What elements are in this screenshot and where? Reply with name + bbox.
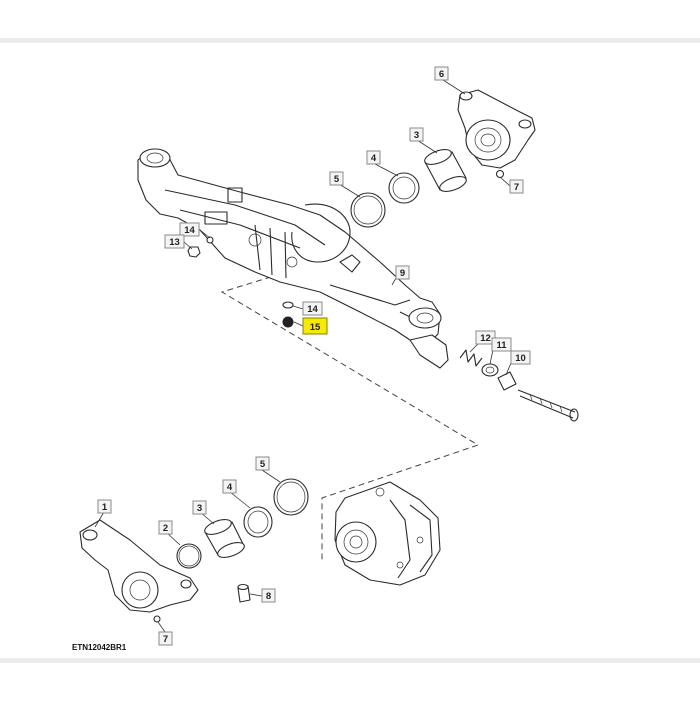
bearing-cup-top: [424, 149, 467, 192]
callout-label: 12: [480, 333, 491, 344]
callout-13[interactable]: 13: [164, 234, 185, 249]
seal-ring-bottom: [243, 506, 273, 538]
callout-4-top[interactable]: 4: [366, 150, 381, 165]
callout-15-highlighted[interactable]: 15: [302, 317, 328, 335]
callout-7-bottom[interactable]: 7: [158, 631, 173, 646]
callout-label: 3: [414, 130, 419, 141]
callout-14-top[interactable]: 14: [179, 222, 200, 237]
callout-label: 4: [371, 153, 377, 164]
callout-1[interactable]: 1: [97, 499, 112, 514]
callout-label: 5: [260, 459, 266, 470]
callout-label: 15: [310, 322, 321, 333]
shim-ring-top: [350, 192, 386, 228]
spring-12: [459, 349, 483, 367]
top-frame-bar: [0, 0, 700, 43]
drive-shaft-splined: [517, 389, 579, 422]
callout-label: 14: [307, 304, 318, 315]
callout-9[interactable]: 9: [395, 265, 410, 280]
callout-7-top[interactable]: 7: [509, 179, 524, 194]
assembly-path-dashed: [220, 267, 480, 560]
callout-label: 5: [334, 174, 340, 185]
bolt-7-bottom: [153, 615, 161, 623]
washer-14-mid: [282, 301, 294, 309]
callout-label: 10: [515, 353, 526, 364]
callout-3-top[interactable]: 3: [409, 127, 424, 142]
callout-10[interactable]: 10: [510, 350, 531, 365]
bearing-cup-bottom: [204, 519, 245, 558]
callout-label: 2: [163, 523, 168, 534]
callout-label: 13: [169, 237, 180, 248]
callout-label: 9: [400, 268, 405, 279]
shim-ring-bottom: [273, 478, 309, 516]
callout-label: 11: [496, 340, 507, 351]
plug-15: [282, 316, 294, 328]
callout-5-top[interactable]: 5: [329, 171, 344, 186]
callout-label: 8: [266, 591, 271, 602]
callout-label: 7: [163, 634, 168, 645]
callout-2[interactable]: 2: [158, 520, 173, 535]
ring-2-bottom: [176, 543, 202, 569]
bushing-8: [237, 583, 251, 603]
bottom-frame-bar: [0, 658, 700, 705]
callout-label: 4: [227, 482, 233, 493]
callout-label: 7: [514, 182, 519, 193]
callout-label: 3: [197, 503, 202, 514]
figure-id-label: ETN12042BR1: [72, 643, 127, 652]
callout-6-top[interactable]: 6: [434, 66, 449, 81]
bearing-11: [481, 363, 499, 377]
steering-knuckle-bottom: [79, 519, 199, 613]
bushing-10: [497, 371, 517, 391]
callout-label: 6: [439, 69, 444, 80]
callout-14-mid[interactable]: 14: [302, 301, 323, 316]
callout-5-bottom[interactable]: 5: [255, 456, 270, 471]
seal-ring-top: [388, 172, 420, 204]
axle-housing: [137, 148, 449, 369]
differential-housing: [334, 481, 441, 586]
callout-label: 14: [184, 225, 195, 236]
steering-knuckle-top: [457, 89, 536, 169]
callout-3-bottom[interactable]: 3: [192, 500, 207, 515]
callout-label: 1: [102, 502, 108, 513]
callout-12[interactable]: 12: [475, 330, 496, 345]
nut-13: [187, 246, 201, 258]
callout-8[interactable]: 8: [261, 588, 276, 603]
callout-4-bottom[interactable]: 4: [222, 479, 237, 494]
callout-11[interactable]: 11: [491, 337, 512, 352]
leader-lines: [94, 79, 514, 633]
bolt-7-top: [495, 169, 505, 179]
washer-14-top: [206, 236, 214, 244]
